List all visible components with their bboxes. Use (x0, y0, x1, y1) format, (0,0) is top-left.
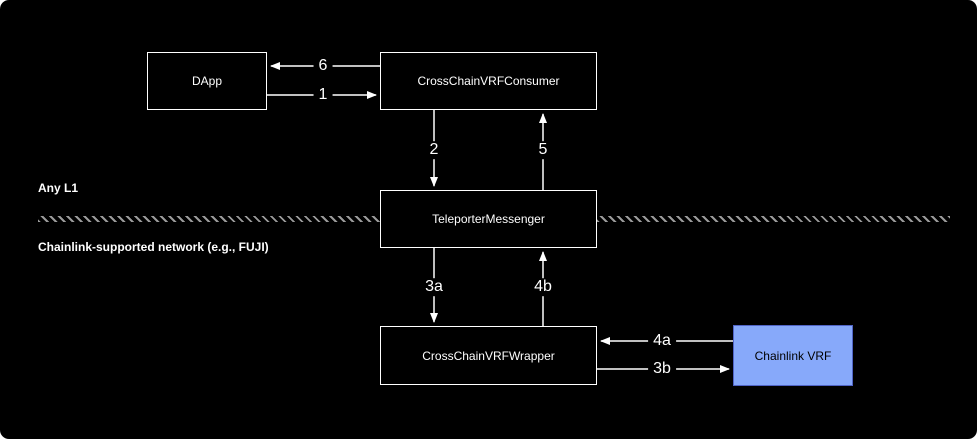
network-divider-left (38, 216, 380, 222)
network-divider-right (597, 216, 950, 222)
node-crosschain-vrf-consumer-label: CrossChainVRFConsumer (417, 74, 560, 88)
edge-label-2: 2 (424, 141, 444, 159)
edge-label-3b: 3b (648, 360, 676, 378)
node-teleporter-messenger: TeleporterMessenger (380, 190, 597, 248)
region-label-any-l1: Any L1 (38, 181, 79, 195)
edge-label-6: 6 (313, 57, 333, 75)
edge-label-3a: 3a (420, 278, 448, 296)
edge-label-1: 1 (313, 86, 333, 104)
node-crosschain-vrf-wrapper: CrossChainVRFWrapper (380, 326, 597, 385)
node-crosschain-vrf-wrapper-label: CrossChainVRFWrapper (422, 348, 555, 363)
edge-label-5: 5 (533, 141, 553, 159)
node-chainlink-vrf: Chainlink VRF (733, 325, 853, 386)
node-chainlink-vrf-label: Chainlink VRF (754, 348, 832, 363)
edge-label-4a: 4a (648, 332, 676, 350)
node-crosschain-vrf-consumer: CrossChainVRFConsumer (380, 52, 597, 110)
edge-label-4b: 4b (529, 278, 557, 296)
node-dapp-label: DApp (191, 74, 223, 88)
region-label-chainlink-network: Chainlink-supported network (e.g., FUJI) (38, 240, 269, 254)
node-teleporter-messenger-label: TeleporterMessenger (432, 212, 545, 226)
node-dapp: DApp (147, 52, 267, 110)
